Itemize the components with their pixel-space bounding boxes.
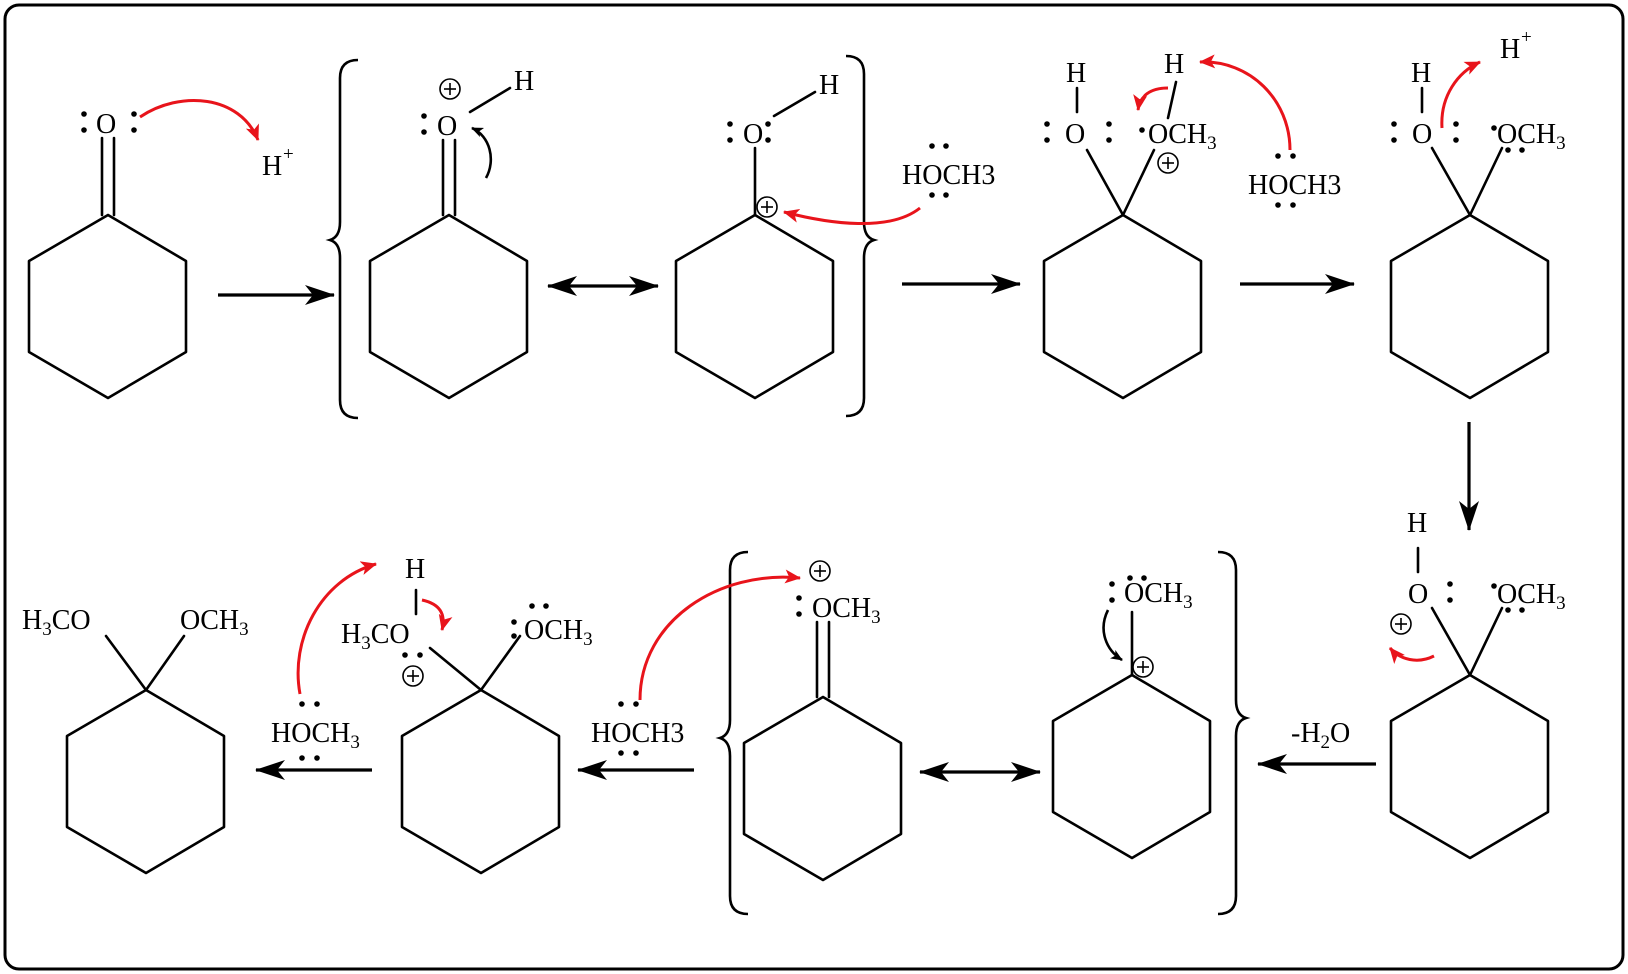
- hydrogen-label: H: [514, 66, 534, 97]
- oxygen-label: O: [743, 119, 763, 150]
- molecule-protonated-carbonyl: O H: [368, 66, 534, 400]
- molecule-methoxy-carbocation: OCH3: [1051, 575, 1212, 860]
- positive-charge: [809, 560, 831, 582]
- methanol-base-2: HOCH3: [271, 561, 377, 761]
- methoxy-label: OCH3: [1148, 119, 1217, 154]
- hydrogen-label: H: [819, 70, 839, 101]
- hydrogen-label: H: [1164, 49, 1184, 80]
- methoxy-label: H3CO: [22, 605, 91, 640]
- methanol-base-1: HOCH3: [1199, 54, 1341, 208]
- electron-arrow-black-1: [471, 126, 493, 179]
- methoxy-label: OCH3: [1497, 579, 1566, 614]
- methoxy-label: OCH3: [180, 605, 249, 640]
- molecule-protonated-hemiacetal: O H OCH3: [1388, 508, 1566, 860]
- diagram-frame: [3, 3, 1625, 971]
- electron-arrow-6: [1388, 646, 1435, 665]
- molecule-oxonium-adduct: O H OCH3 H: [1042, 49, 1217, 400]
- ring-1: [27, 213, 188, 400]
- positive-charge: [439, 78, 461, 100]
- brace-right-1: [845, 54, 879, 418]
- methanol-nucleophile-2: HOCH3: [591, 569, 801, 756]
- methoxy-label: OCH3: [1124, 578, 1193, 613]
- oxygen-label: O: [96, 109, 116, 140]
- water-loss-label: -H2O: [1291, 718, 1350, 753]
- molecule-dimethyl-acetal: H3CO OCH3: [22, 605, 249, 875]
- positive-charge: [1132, 656, 1154, 678]
- methanol-label: HOCH3: [271, 718, 360, 753]
- electron-arrow-2: [783, 206, 921, 226]
- positive-charge: [756, 196, 778, 218]
- electron-arrow-1: [139, 99, 260, 141]
- methoxy-label: H3CO: [341, 619, 410, 654]
- proton-charge: +: [1521, 27, 1532, 48]
- methanol-nucleophile-1: HOCH3: [783, 143, 995, 226]
- brace-left-2: [715, 550, 749, 916]
- electron-arrow-9: [296, 561, 377, 695]
- hydrogen-label: H: [1407, 508, 1427, 539]
- molecule-protonated-acetal: H3CO H OCH3: [341, 554, 593, 875]
- proton-label: H: [1500, 34, 1520, 65]
- hydrogen-label: H: [1066, 58, 1086, 89]
- methanol-label: HOCH3: [1248, 170, 1341, 201]
- proton-charge: +: [283, 144, 294, 165]
- hydrogen-label: H: [405, 554, 425, 585]
- methoxy-label: OCH3: [812, 593, 881, 628]
- electron-arrow-5: [1440, 60, 1481, 129]
- electron-arrow-8: [421, 598, 453, 631]
- positive-charge: [1157, 152, 1179, 174]
- methanol-label: HOCH3: [902, 160, 995, 191]
- methanol-label: HOCH3: [591, 718, 684, 749]
- brace-left-1: [325, 58, 359, 420]
- positive-charge: [402, 665, 424, 687]
- oxygen-label: O: [437, 111, 457, 142]
- molecule-oxocarbenium: OCH3: [742, 560, 903, 882]
- oxygen-label: O: [1065, 119, 1085, 150]
- oxygen-label: O: [1412, 119, 1432, 150]
- molecule-hemiacetal: O H H + OCH3: [1389, 27, 1566, 400]
- electron-arrow-4: [1199, 54, 1292, 151]
- electron-arrow-black-2: [1102, 609, 1123, 662]
- molecule-cyclohexanone: O H +: [27, 99, 294, 400]
- positive-charge: [1390, 613, 1412, 635]
- electron-arrow-7: [638, 569, 801, 701]
- methoxy-label: OCH3: [1497, 119, 1566, 154]
- electron-arrow-3: [1133, 86, 1169, 111]
- methoxy-label: OCH3: [524, 615, 593, 650]
- oxygen-label: O: [1408, 579, 1428, 610]
- molecule-carbocation: O H: [674, 70, 839, 400]
- proton-label: H: [262, 151, 282, 182]
- brace-right-2: [1217, 550, 1251, 916]
- hydrogen-label: H: [1411, 58, 1431, 89]
